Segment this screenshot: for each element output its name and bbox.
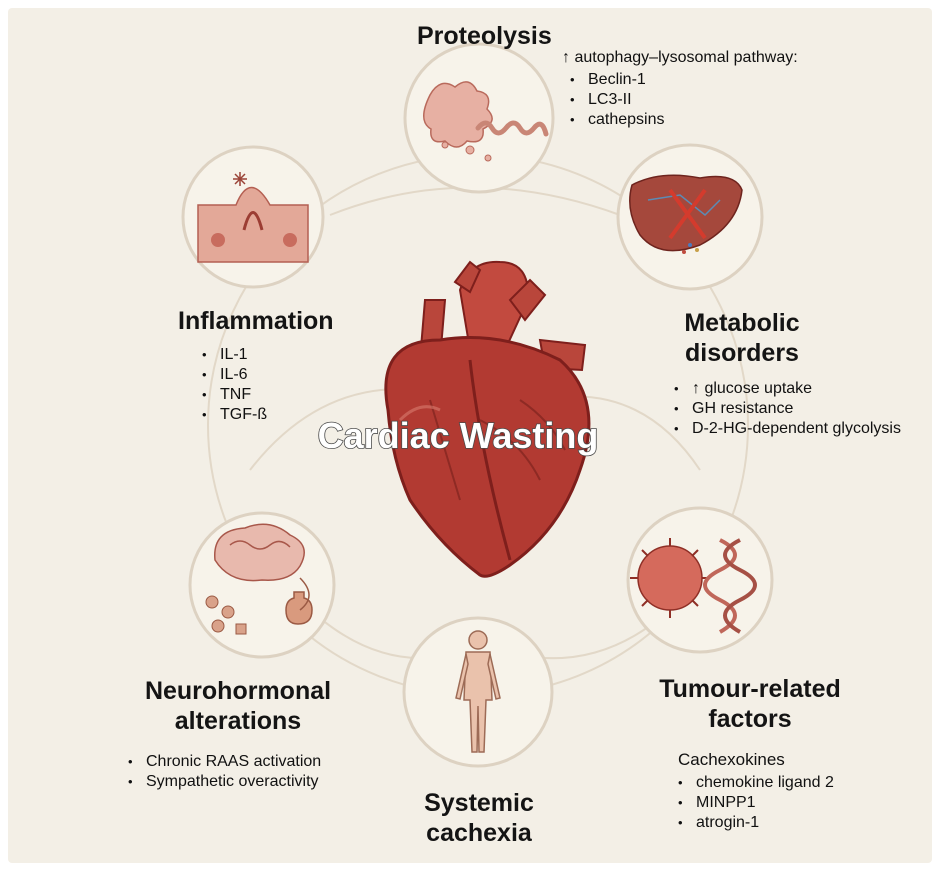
proteolysis-title: Proteolysis [417,21,552,51]
list-item: ↑ glucose uptake [670,379,901,399]
list-item: cathepsins [566,110,665,130]
tumour-list: chemokine ligand 2 MINPP1 atrogin-1 [674,773,834,833]
list-item: atrogin-1 [674,813,834,833]
list-item: IL-6 [198,365,267,385]
metabolic-list: ↑ glucose uptake GH resistance D-2-HG-de… [670,379,901,439]
inflammation-list: IL-1 IL-6 TNF TGF-ß [198,345,267,425]
metabolic-title: Metabolic disorders [672,308,812,368]
list-item: Chronic RAAS activation [124,752,321,772]
proteolysis-list: Beclin-1 LC3-II cathepsins [566,70,665,130]
list-item: D-2-HG-dependent glycolysis [670,419,901,439]
neurohormonal-list: Chronic RAAS activation Sympathetic over… [124,752,321,792]
list-item: Sympathetic overactivity [124,772,321,792]
list-item: TGF-ß [198,405,267,425]
list-item: chemokine ligand 2 [674,773,834,793]
neurohormonal-illustration [190,513,334,657]
list-item: MINPP1 [674,793,834,813]
heart-icon [386,338,589,577]
tumour-lead: Cachexokines [678,750,785,770]
list-item: LC3-II [566,90,665,110]
systemic-title: Systemic cachexia [404,788,554,848]
center-label: Cardiac Wasting [318,415,599,456]
list-item: GH resistance [670,399,901,419]
neurohormonal-title: Neurohormonal alterations [128,676,348,736]
list-item: IL-1 [198,345,267,365]
proteolysis-illustration [405,44,553,192]
cytokine-icon [233,172,247,186]
proteolysis-lead: ↑ autophagy–lysosomal pathway: [562,48,798,68]
systemic-illustration [404,618,552,766]
list-item: Beclin-1 [566,70,665,90]
inflammation-title: Inflammation [178,306,334,336]
protein-fragment-icon [424,82,492,147]
list-item: TNF [198,385,267,405]
metabolic-illustration [618,145,762,289]
tumour-title: Tumour-related factors [645,674,855,734]
inflammation-illustration [183,147,323,287]
tumour-illustration [628,508,772,652]
